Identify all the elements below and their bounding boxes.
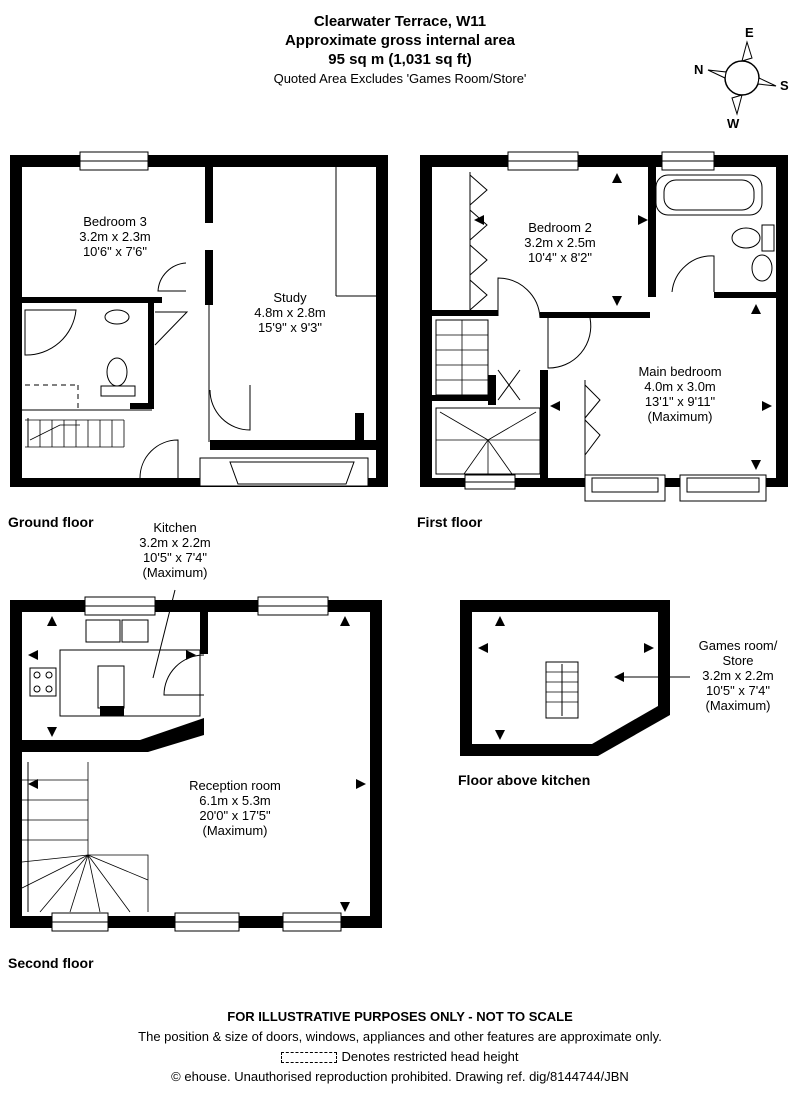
plan-header: Clearwater Terrace, W11 Approximate gros…	[0, 12, 800, 88]
room-name: Bedroom 3	[83, 214, 147, 229]
kitchen-leader-line	[152, 589, 176, 679]
room-size-metric: 3.2m x 2.2m	[139, 535, 211, 550]
room-size-imperial: 13'1" x 9'11"	[644, 394, 716, 409]
room-size-imperial: 10'4" x 8'2"	[527, 250, 593, 265]
ground-floor-plan	[10, 151, 388, 487]
compass-east: E	[745, 25, 754, 40]
room-size-imperial: 10'5" x 7'4"	[705, 683, 771, 698]
room-label-reception: Reception room 6.1m x 5.3m 20'0" x 17'5"…	[170, 778, 300, 838]
property-address: Clearwater Terrace, W11	[313, 13, 487, 30]
room-name: Kitchen	[153, 520, 197, 535]
room-size-imperial: 10'6" x 7'6"	[82, 244, 148, 259]
position-note: The position & size of doors, windows, a…	[138, 1029, 662, 1044]
floor-caption-ground: Ground floor	[8, 514, 94, 530]
room-name-line2: Store	[722, 653, 754, 668]
room-label-kitchen: Kitchen 3.2m x 2.2m 10'5" x 7'4" (Maximu…	[120, 520, 230, 580]
room-size-imperial: 10'5" x 7'4"	[142, 550, 208, 565]
copyright: © ehouse. Unauthorised reproduction proh…	[171, 1069, 629, 1084]
restricted-height-legend: Denotes restricted head height	[0, 1047, 800, 1067]
room-label-bedroom3: Bedroom 3 3.2m x 2.3m 10'6" x 7'6"	[60, 214, 170, 259]
room-label-bedroom2: Bedroom 2 3.2m x 2.5m 10'4" x 8'2"	[505, 220, 615, 265]
room-size-metric: 4.0m x 3.0m	[644, 379, 716, 394]
plan-footer: FOR ILLUSTRATIVE PURPOSES ONLY - NOT TO …	[0, 1007, 800, 1087]
room-label-games-room: Games room/ Store 3.2m x 2.2m 10'5" x 7'…	[686, 638, 790, 713]
restricted-height-swatch	[281, 1052, 338, 1064]
disclaimer: FOR ILLUSTRATIVE PURPOSES ONLY - NOT TO …	[227, 1009, 573, 1024]
compass-south: S	[780, 78, 789, 93]
area-title: Approximate gross internal area	[284, 32, 516, 49]
room-size-note: (Maximum)	[202, 823, 268, 838]
room-size-imperial: 20'0" x 17'5"	[199, 808, 271, 823]
compass-rose	[707, 40, 777, 116]
room-size-note: (Maximum)	[647, 409, 713, 424]
floor-caption-second: Second floor	[8, 955, 94, 971]
room-name: Games room/	[698, 638, 778, 653]
area-note: Quoted Area Excludes 'Games Room/Store'	[273, 71, 527, 86]
room-size-imperial: 15'9" x 9'3"	[257, 320, 323, 335]
room-size-metric: 3.2m x 2.5m	[524, 235, 596, 250]
compass-north: N	[694, 62, 704, 77]
area-value: 95 sq m (1,031 sq ft)	[328, 51, 472, 68]
room-size-note: (Maximum)	[142, 565, 208, 580]
room-size-metric: 3.2m x 2.3m	[79, 229, 151, 244]
room-name: Bedroom 2	[528, 220, 592, 235]
room-name: Main bedroom	[638, 364, 722, 379]
room-label-study: Study 4.8m x 2.8m 15'9" x 9'3"	[235, 290, 345, 335]
room-size-note: (Maximum)	[705, 698, 771, 713]
room-size-metric: 4.8m x 2.8m	[254, 305, 326, 320]
room-size-metric: 6.1m x 5.3m	[199, 793, 271, 808]
room-label-main-bedroom: Main bedroom 4.0m x 3.0m 13'1" x 9'11" (…	[620, 364, 740, 424]
dimension-arrows	[28, 173, 772, 912]
room-name: Study	[273, 290, 307, 305]
floor-above-kitchen-plan	[460, 600, 670, 756]
second-floor-plan	[10, 596, 382, 932]
floor-caption-above-kitchen: Floor above kitchen	[458, 772, 591, 788]
compass-west: W	[727, 116, 740, 131]
first-floor-plan	[420, 151, 788, 502]
floor-caption-first: First floor	[417, 514, 483, 530]
room-name: Reception room	[189, 778, 281, 793]
room-size-metric: 3.2m x 2.2m	[702, 668, 774, 683]
restricted-height-text: Denotes restricted head height	[341, 1049, 519, 1064]
